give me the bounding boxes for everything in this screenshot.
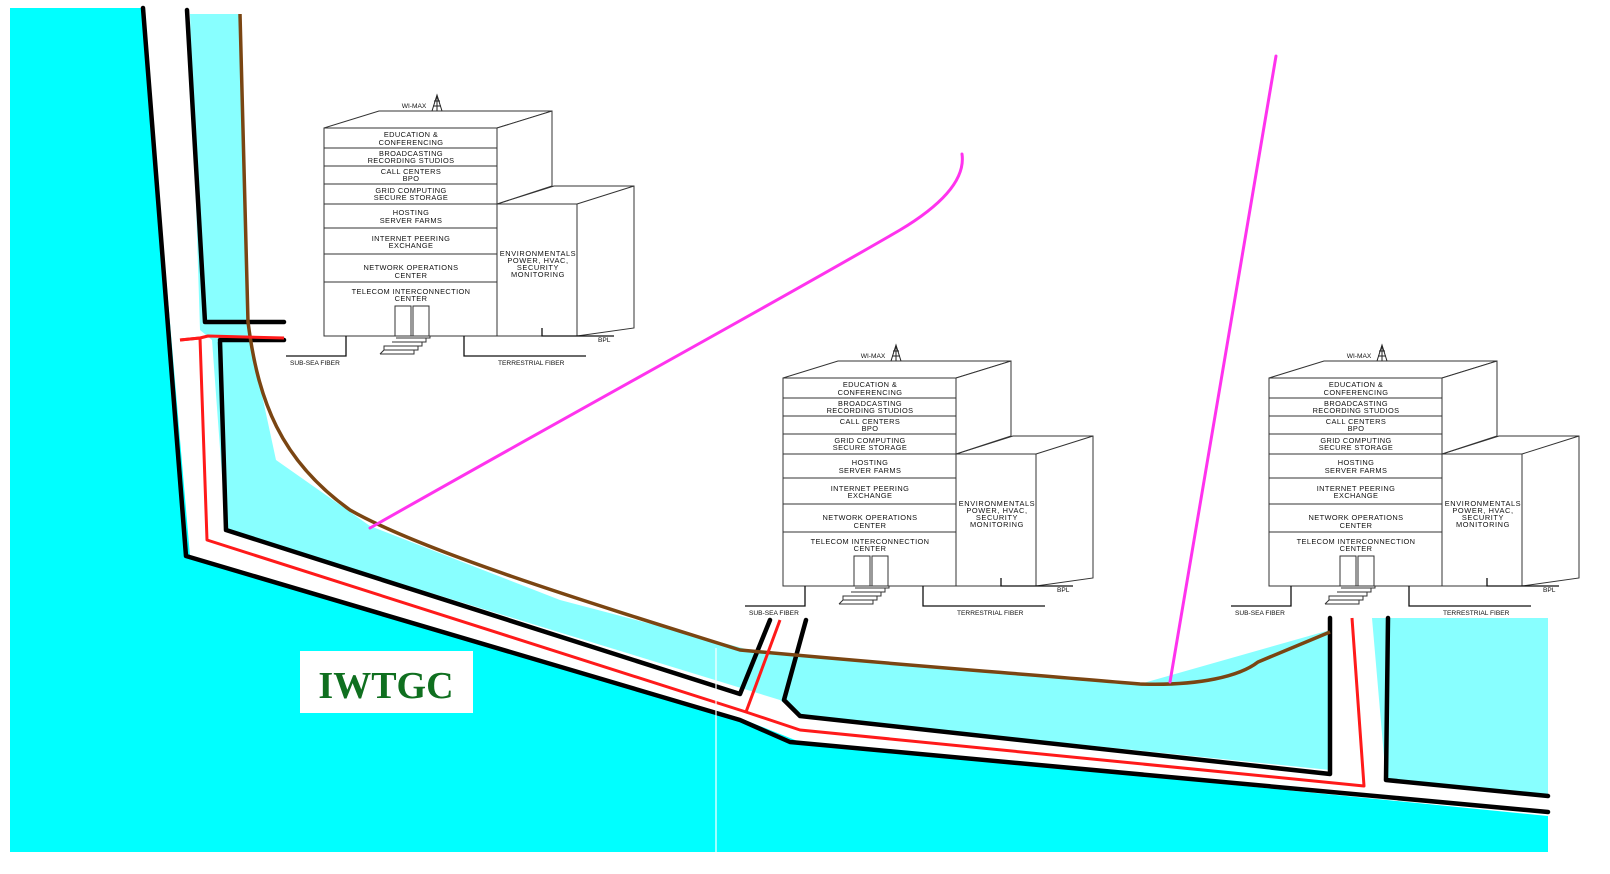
river-shore	[238, 13, 1331, 687]
annex-label: SECURITY	[1462, 513, 1504, 522]
annex-label: ENVIRONMENTALS	[500, 249, 576, 258]
annex-labels: ENVIRONMENTALS POWER, HVAC, SECURITY MON…	[500, 249, 576, 279]
annex-label: MONITORING	[511, 270, 565, 279]
floor-label: CENTER	[854, 521, 887, 530]
floor-label: INTERNET PEERING	[1317, 484, 1396, 493]
floor-label: BPO	[862, 424, 879, 433]
floor-label: RECORDING STUDIOS	[1313, 406, 1400, 415]
floor-label: GRID COMPUTING	[1320, 436, 1391, 445]
floor-label: TELECOM INTERCONNECTION	[1297, 537, 1416, 546]
floor-label: TELECOM INTERCONNECTION	[811, 537, 930, 546]
floor-label: INTERNET PEERING	[372, 234, 451, 243]
floor-label: SECURE STORAGE	[1319, 443, 1393, 452]
annex-label: MONITORING	[970, 520, 1024, 529]
annex-label: SECURITY	[976, 513, 1018, 522]
floor-label: CENTER	[854, 544, 887, 553]
annex-labels: ENVIRONMENTALS POWER, HVAC, SECURITY MON…	[1445, 499, 1521, 529]
floor-label: CONFERENCING	[1324, 388, 1389, 397]
floor-label: SERVER FARMS	[1325, 466, 1388, 475]
wimax-label: WI-MAX	[1347, 353, 1372, 360]
terrestrial-fiber-label: TERRESTRIAL FIBER	[498, 360, 565, 367]
floor-label: BPO	[403, 174, 420, 183]
floor-label: SERVER FARMS	[839, 466, 902, 475]
building-2: WI-MAX EDUCATION & CONFERENCING BROADCAS…	[744, 344, 1094, 617]
building-1: WI-MAX EDUCATION & CONFERENCING BROADCAS…	[285, 94, 635, 367]
annex-label: ENVIRONMENTALS	[959, 499, 1035, 508]
floor-label: HOSTING	[852, 458, 888, 467]
bpl-label: BPL	[1543, 587, 1556, 594]
annex-label: POWER, HVAC,	[966, 506, 1027, 515]
floor-label: CENTER	[395, 271, 428, 280]
floor-label: NETWORK OPERATIONS	[1309, 513, 1404, 522]
floor-label: BROADCASTING	[838, 399, 902, 408]
floor-label: RECORDING STUDIOS	[827, 406, 914, 415]
floor-labels: EDUCATION & CONFERENCING BROADCASTING RE…	[352, 130, 471, 303]
floor-label: EDUCATION &	[384, 130, 438, 139]
floor-label: EDUCATION &	[1329, 380, 1383, 389]
floor-label: CALL CENTERS	[1326, 417, 1386, 426]
annex-label: SECURITY	[517, 263, 559, 272]
floor-label: SERVER FARMS	[380, 216, 443, 225]
floor-label: GRID COMPUTING	[375, 186, 446, 195]
building-3: WI-MAX EDUCATION & CONFERENCING BROADCAS…	[1230, 344, 1580, 617]
floor-label: BROADCASTING	[1324, 399, 1388, 408]
floor-label: BPO	[1348, 424, 1365, 433]
floor-label: HOSTING	[1338, 458, 1374, 467]
wimax-label: WI-MAX	[861, 353, 886, 360]
water-channel	[190, 14, 1330, 770]
floor-label: INTERNET PEERING	[831, 484, 910, 493]
floor-label: SECURE STORAGE	[833, 443, 907, 452]
floor-label: NETWORK OPERATIONS	[364, 263, 459, 272]
floor-label: NETWORK OPERATIONS	[823, 513, 918, 522]
wimax-links	[368, 54, 1278, 684]
logo-text: IWTGC	[318, 665, 453, 707]
annex-label: ENVIRONMENTALS	[1445, 499, 1521, 508]
coastline	[140, 5, 1551, 815]
iwtgc-logo: IWTGC	[300, 651, 473, 713]
annex-label: MONITORING	[1456, 520, 1510, 529]
sea-region	[10, 8, 1548, 852]
floor-label: EDUCATION &	[843, 380, 897, 389]
subsea-fiber-route	[179, 334, 1366, 788]
terrestrial-fiber-label: TERRESTRIAL FIBER	[957, 610, 1024, 617]
floor-label: CALL CENTERS	[840, 417, 900, 426]
bpl-label: BPL	[598, 337, 611, 344]
floor-label: EXCHANGE	[848, 491, 893, 500]
wimax-label: WI-MAX	[402, 103, 427, 110]
floor-label: CALL CENTERS	[381, 167, 441, 176]
subsea-fiber-label: SUB-SEA FIBER	[1235, 610, 1285, 617]
floor-label: RECORDING STUDIOS	[368, 156, 455, 165]
annex-label: POWER, HVAC,	[507, 256, 568, 265]
floor-label: HOSTING	[393, 208, 429, 217]
floor-label: CONFERENCING	[838, 388, 903, 397]
floor-label: CONFERENCING	[379, 138, 444, 147]
floor-label: EXCHANGE	[1334, 491, 1379, 500]
floor-labels: EDUCATION & CONFERENCING BROADCASTING RE…	[811, 380, 930, 553]
floor-label: CENTER	[395, 294, 428, 303]
bpl-label: BPL	[1057, 587, 1070, 594]
annex-label: POWER, HVAC,	[1452, 506, 1513, 515]
floor-label: GRID COMPUTING	[834, 436, 905, 445]
subsea-fiber-label: SUB-SEA FIBER	[290, 360, 340, 367]
floor-label: CENTER	[1340, 521, 1373, 530]
floor-labels: EDUCATION & CONFERENCING BROADCASTING RE…	[1297, 380, 1416, 553]
floor-label: TELECOM INTERCONNECTION	[352, 287, 471, 296]
subsea-fiber-label: SUB-SEA FIBER	[749, 610, 799, 617]
floor-label: BROADCASTING	[379, 149, 443, 158]
floor-label: EXCHANGE	[389, 241, 434, 250]
floor-label: CENTER	[1340, 544, 1373, 553]
floor-label: SECURE STORAGE	[374, 193, 448, 202]
terrestrial-fiber-label: TERRESTRIAL FIBER	[1443, 610, 1510, 617]
annex-labels: ENVIRONMENTALS POWER, HVAC, SECURITY MON…	[959, 499, 1035, 529]
